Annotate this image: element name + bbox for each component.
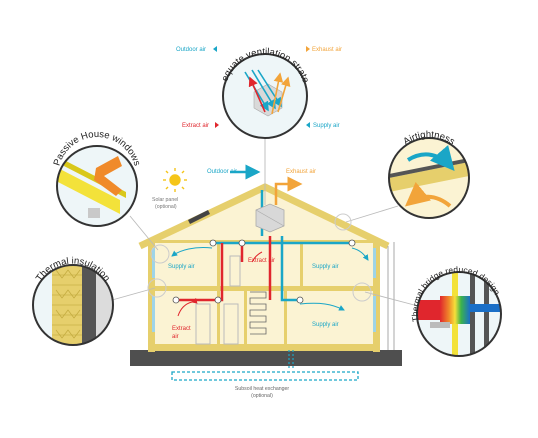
callout-windows: Passive House windows [52,129,143,227]
solar-panel-icon [188,210,210,224]
ground-slab [130,350,402,366]
solar-panel-optional: (optional) [155,204,177,210]
callout-ventilation: Adequate ventilation strategy [0,0,311,139]
solar-panel-label: Solar panel [152,197,178,203]
center-extract-air: Extract air [182,123,209,129]
subsoil-optional: (optional) [251,393,273,399]
room-extract-lower-1: Extract [172,326,191,332]
heat-exchanger-icon [255,203,285,233]
room-extract-lower-2: air [172,334,179,340]
sun-icon [163,168,187,192]
roof-outdoor-air: Outdoor air [207,169,237,175]
duct-network [171,164,369,370]
room-extract-upper: Extract air [248,258,275,264]
roof-exhaust-air: Exhaust air [286,169,316,175]
callout-airtightness: Airtightness [388,129,470,219]
room-supply-upper-left: Supply air [168,264,195,270]
center-outdoor-air: Outdoor air [176,47,206,53]
callout-insulation: Thermal insulation [32,256,114,346]
center-exhaust-air: Exhaust air [312,47,342,53]
subsoil-heat-exchanger [171,371,359,381]
stairs-icon [249,291,267,335]
center-supply-air: Supply air [313,123,340,129]
room-supply-lower-right: Supply air [312,322,339,328]
room-supply-upper-right: Supply air [312,264,339,270]
callout-thermal-bridge: Thermal bridge reduced design [410,264,502,357]
subsoil-label: Subsoil heat exchanger [235,386,289,392]
